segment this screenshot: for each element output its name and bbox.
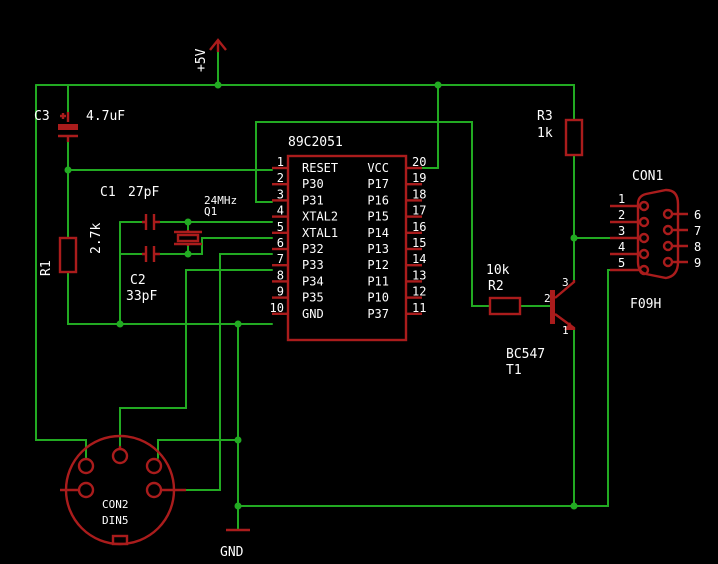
- ic-pin-label: P11: [367, 274, 389, 288]
- capacitor-c1: [142, 214, 160, 230]
- t1-value: BC547: [506, 347, 545, 362]
- transistor-t1: [550, 280, 576, 330]
- crystal-q1: [174, 230, 202, 246]
- ic-pin-number: 12: [412, 285, 426, 299]
- ic-pin-label: P15: [367, 210, 389, 224]
- ic-pin-number: 11: [412, 301, 426, 315]
- ic-pin-number: 7: [277, 252, 284, 266]
- q1-value: 24MHz: [204, 194, 237, 207]
- ic-pin-label: P14: [367, 226, 389, 240]
- con2-name: CON2: [102, 498, 129, 511]
- ic-pin-label: P13: [367, 242, 389, 256]
- ic-pin-label: XTAL1: [302, 226, 338, 240]
- ic-pin-number: 4: [277, 204, 284, 218]
- t1-pin-2: 2: [544, 292, 551, 305]
- ic-pin-number: 5: [277, 220, 284, 234]
- resistor-r2: [488, 296, 522, 316]
- ic-pin-number: 2: [277, 171, 284, 185]
- ic-pin-label: P32: [302, 242, 324, 256]
- ic-pin-number: 8: [277, 268, 284, 282]
- con1-pin-number: 9: [694, 256, 701, 270]
- ic-pin-label: P16: [367, 193, 389, 207]
- r1-name: R1: [39, 260, 54, 276]
- supply-label: +5V: [194, 48, 209, 72]
- ic-pin-number: 14: [412, 252, 426, 266]
- ic-pin-number: 19: [412, 171, 426, 185]
- c2-name: C2: [130, 273, 146, 288]
- con2-value: DIN5: [102, 514, 129, 527]
- con1-pin-number: 4: [618, 240, 625, 254]
- ic-pin-number: 18: [412, 187, 426, 201]
- resistor-r1: [58, 236, 78, 274]
- ic-pin-number: 17: [412, 204, 426, 218]
- ic-pin-label: XTAL2: [302, 210, 338, 224]
- ic-pin-label: GND: [302, 307, 324, 321]
- c1-name: C1: [100, 185, 116, 200]
- ic-pin-label: P35: [302, 291, 324, 305]
- ic-pin-label: P12: [367, 258, 389, 272]
- wires: [35, 51, 619, 531]
- r1-value: 2.7k: [89, 223, 104, 254]
- c2-value: 33pF: [126, 289, 157, 304]
- ic-pin-number: 16: [412, 220, 426, 234]
- supply-arrow-icon: [209, 38, 227, 52]
- junction-dots: [64, 81, 578, 510]
- c3-name: C3: [34, 109, 50, 124]
- ic-pin-number: 20: [412, 155, 426, 169]
- ic-name: 89C2051: [288, 135, 343, 150]
- con1-pin-number: 3: [618, 224, 625, 238]
- r3-value: 1k: [537, 126, 553, 141]
- ic-pin-label: P34: [302, 274, 324, 288]
- con1-pin-number: 7: [694, 224, 701, 238]
- ic-pin-label: P37: [367, 307, 389, 321]
- r3-name: R3: [537, 109, 553, 124]
- con1-pin-number: 8: [694, 240, 701, 254]
- con1-pin-number: 5: [618, 256, 625, 270]
- t1-pin-3: 3: [562, 276, 569, 289]
- ic-pin-label: P10: [367, 291, 389, 305]
- con1-value: F09H: [630, 297, 661, 312]
- ic-pin-number: 6: [277, 236, 284, 250]
- q1-name: Q1: [204, 205, 217, 218]
- capacitor-c3: [58, 112, 78, 142]
- ic-pin-label: P30: [302, 177, 324, 191]
- ic-pin-number: 9: [277, 285, 284, 299]
- c3-value: 4.7uF: [86, 109, 125, 124]
- ic-pin-number: 10: [270, 301, 284, 315]
- ground-label: GND: [220, 545, 244, 560]
- ic-pin-number: 15: [412, 236, 426, 250]
- ic-pin-label: RESET: [302, 161, 338, 175]
- resistor-r3: [564, 118, 584, 157]
- con1-pin-number: 2: [618, 208, 625, 222]
- ic-pin-number: 1: [277, 155, 284, 169]
- c1-value: 27pF: [128, 185, 159, 200]
- con1-name: CON1: [632, 169, 663, 184]
- con1-pin-number: 1: [618, 192, 625, 206]
- din5-connector: [60, 434, 186, 546]
- ic-pin-label: P31: [302, 193, 324, 207]
- ic-pin-label: P17: [367, 177, 389, 191]
- ic-pin-number: 3: [277, 187, 284, 201]
- ic-pin-label: VCC: [367, 161, 389, 175]
- db9-connector: [610, 188, 688, 280]
- con1-pin-number: 6: [694, 208, 701, 222]
- r2-name: R2: [488, 279, 504, 294]
- ic-pin-number: 13: [412, 268, 426, 282]
- ic-pin-label: P33: [302, 258, 324, 272]
- t1-name: T1: [506, 363, 522, 378]
- t1-pin-1: 1: [562, 324, 569, 337]
- capacitor-c2: [142, 246, 160, 262]
- con1-pins: 1 2 3 4 5 6 7 8 9: [618, 192, 701, 270]
- r2-value: 10k: [486, 263, 510, 278]
